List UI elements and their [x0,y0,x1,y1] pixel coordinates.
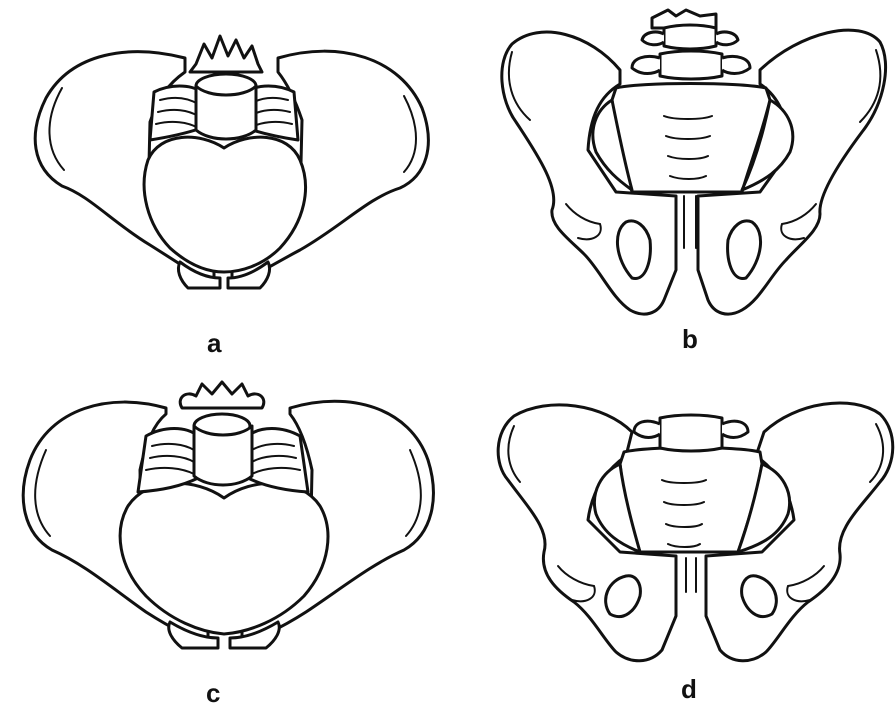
lumbar-vertebra [660,415,722,451]
panel-label-b: b [682,326,698,352]
spinous-process [190,36,262,72]
vertebral-body [194,426,252,485]
panel-label-c: c [206,680,220,706]
lumbar-vertebra-upper [664,25,716,49]
pubic-symphysis [686,558,696,592]
panel-b-pelvis-anterior-view [502,10,886,314]
panel-label-d: d [681,676,697,702]
panel-c-pelvis-superior-view [23,382,433,648]
lumbar-vertebra-lower [660,51,722,79]
panel-a-pelvis-superior-view [35,36,428,288]
pubic-symphysis [684,196,696,248]
vertebral-body [196,86,256,139]
spinous-process [180,382,264,408]
sacrum [612,84,770,193]
panel-label-a: a [207,330,221,356]
panel-d-pelvis-anterior-view [498,403,893,661]
sacrum [620,448,762,553]
